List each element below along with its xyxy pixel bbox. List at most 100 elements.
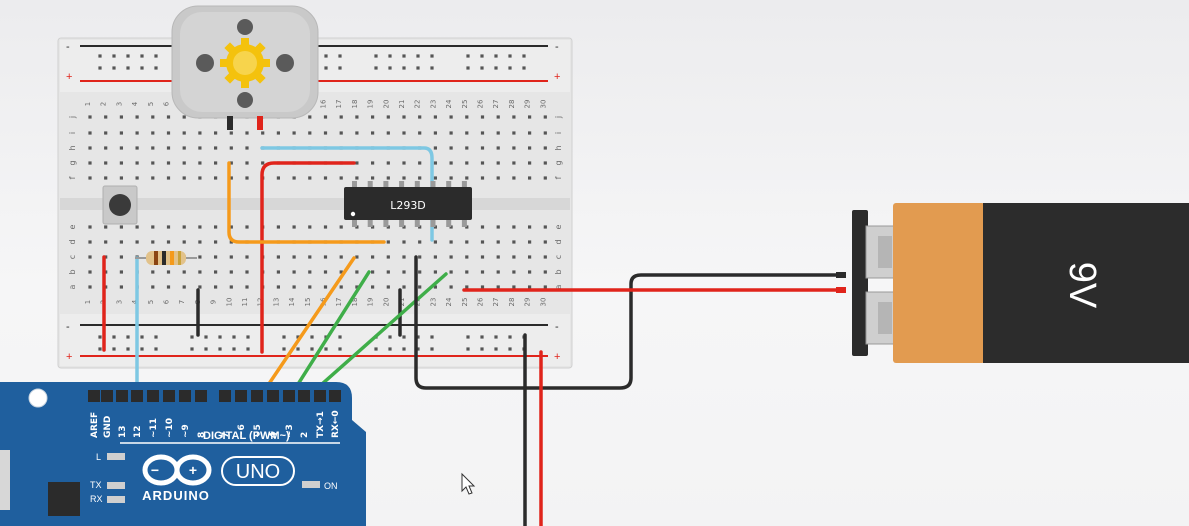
breadboard-hole[interactable] [119,176,123,180]
breadboard-hole[interactable] [323,225,328,229]
breadboard-hole[interactable] [308,176,312,180]
breadboard-hole[interactable] [512,225,516,229]
breadboard-hole[interactable] [104,225,108,229]
breadboard-hole[interactable] [218,347,222,351]
breadboard-hole[interactable] [245,285,249,289]
breadboard-hole[interactable] [151,240,155,244]
breadboard-hole[interactable] [339,176,343,180]
breadboard-hole[interactable] [166,131,171,135]
l293d-chip[interactable]: L293D [344,181,472,227]
breadboard-hole[interactable] [151,285,155,289]
breadboard-hole[interactable] [229,161,233,165]
breadboard-hole[interactable] [430,54,434,58]
breadboard-hole[interactable] [214,270,218,274]
breadboard-hole[interactable] [494,335,498,339]
breadboard-hole[interactable] [88,270,92,274]
breadboard-hole[interactable] [98,66,102,70]
breadboard-hole[interactable] [543,255,547,259]
breadboard-hole[interactable] [245,161,249,165]
breadboard-hole[interactable] [528,270,532,274]
breadboard-hole[interactable] [112,54,116,58]
breadboard-hole[interactable] [135,115,139,119]
breadboard-hole[interactable] [374,347,378,351]
breadboard-hole[interactable] [182,270,186,274]
breadboard-hole[interactable] [229,285,233,289]
breadboard-hole[interactable] [496,146,500,150]
breadboard-hole[interactable] [465,255,469,259]
breadboard-hole[interactable] [119,146,123,150]
breadboard-hole[interactable] [371,176,375,180]
breadboard-hole[interactable] [135,176,139,180]
breadboard-hole[interactable] [465,270,469,274]
breadboard-hole[interactable] [154,335,158,339]
breadboard-hole[interactable] [418,240,422,244]
breadboard-hole[interactable] [402,115,406,119]
breadboard-hole[interactable] [308,285,312,289]
breadboard-hole[interactable] [232,347,236,351]
breadboard-hole[interactable] [323,176,328,180]
breadboard-hole[interactable] [135,240,139,244]
breadboard-hole[interactable] [151,176,155,180]
breadboard-hole[interactable] [198,285,202,289]
breadboard-hole[interactable] [324,347,328,351]
breadboard-hole[interactable] [355,176,359,180]
breadboard-hole[interactable] [528,240,532,244]
breadboard-hole[interactable] [151,115,155,119]
breadboard-hole[interactable] [310,347,314,351]
breadboard-hole[interactable] [214,161,218,165]
breadboard-hole[interactable] [166,146,171,150]
arduino-header-pin[interactable] [283,390,295,402]
breadboard-hole[interactable] [371,255,375,259]
motor-terminal-positive[interactable] [257,116,263,130]
breadboard-hole[interactable] [386,115,390,119]
breadboard-hole[interactable] [214,131,218,135]
breadboard-hole[interactable] [98,335,102,339]
breadboard-hole[interactable] [528,115,532,119]
breadboard-hole[interactable] [480,131,485,135]
breadboard-hole[interactable] [276,176,280,180]
breadboard-hole[interactable] [480,161,485,165]
wires[interactable] [102,146,842,526]
breadboard-hole[interactable] [338,54,342,58]
breadboard-hole[interactable] [386,176,390,180]
breadboard-hole[interactable] [480,335,484,339]
breadboard-hole[interactable] [151,225,155,229]
breadboard-hole[interactable] [338,347,342,351]
breadboard-hole[interactable] [480,115,485,119]
arduino-header-pin[interactable] [195,390,207,402]
breadboard-hole[interactable] [166,115,171,119]
breadboard-hole[interactable] [528,131,532,135]
breadboard-hole[interactable] [245,131,249,135]
breadboard-hole[interactable] [496,240,500,244]
breadboard-hole[interactable] [371,285,375,289]
breadboard-hole[interactable] [508,66,512,70]
breadboard-hole[interactable] [433,146,437,150]
breadboard-hole[interactable] [88,131,92,135]
breadboard-hole[interactable] [339,285,343,289]
breadboard-hole[interactable] [512,270,516,274]
breadboard-hole[interactable] [245,270,249,274]
breadboard-hole[interactable] [198,225,202,229]
breadboard-hole[interactable] [465,240,469,244]
breadboard-hole[interactable] [292,131,296,135]
breadboard-hole[interactable] [402,161,406,165]
breadboard-hole[interactable] [276,285,280,289]
breadboard-hole[interactable] [433,270,437,274]
breadboard-hole[interactable] [119,131,123,135]
breadboard-hole[interactable] [229,255,233,259]
breadboard-hole[interactable] [465,285,469,289]
breadboard-hole[interactable] [543,146,547,150]
breadboard-hole[interactable] [198,131,202,135]
breadboard-hole[interactable] [182,161,186,165]
breadboard-hole[interactable] [418,176,422,180]
breadboard-hole[interactable] [416,347,420,351]
breadboard-hole[interactable] [154,347,158,351]
breadboard-hole[interactable] [449,131,453,135]
breadboard-hole[interactable] [112,347,116,351]
breadboard-hole[interactable] [418,115,422,119]
breadboard-hole[interactable] [449,146,453,150]
breadboard-hole[interactable] [374,66,378,70]
breadboard-hole[interactable] [245,176,249,180]
breadboard-hole[interactable] [166,176,171,180]
resistor[interactable] [135,251,197,265]
